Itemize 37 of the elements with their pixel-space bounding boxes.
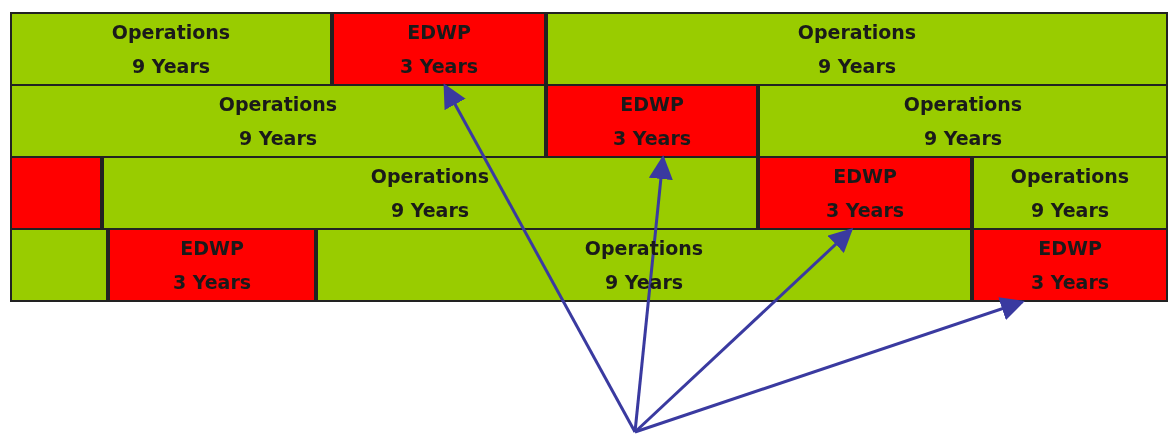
duration-label: 9 Years [817,54,897,79]
phase-bar [546,84,758,158]
duration-label: 9 Years [390,198,470,223]
phase-bar [546,12,1168,86]
phase-name: Operations [1010,164,1130,189]
phase-bar [10,156,102,230]
phase-bar [758,84,1168,158]
duration-label: 3 Years [612,126,692,151]
phase-bar [332,12,546,86]
duration-label: 9 Years [131,54,211,79]
phase-name: EDWP [407,20,471,45]
phase-name: Operations [903,92,1023,117]
phase-name: Operations [370,164,490,189]
phase-bar [10,84,546,158]
phase-name: Operations [111,20,231,45]
duration-label: 3 Years [172,270,252,295]
duration-label: 9 Years [1030,198,1110,223]
duration-label: 3 Years [825,198,905,223]
phase-bar [972,156,1168,230]
duration-label: 9 Years [923,126,1003,151]
phase-bar [10,228,108,302]
phase-bar [316,228,972,302]
phase-name: EDWP [180,236,244,261]
duration-label: 3 Years [1030,270,1110,295]
phase-name: EDWP [620,92,684,117]
duration-label: 3 Years [399,54,479,79]
phase-bar [102,156,758,230]
phase-name: EDWP [833,164,897,189]
phase-bar [758,156,972,230]
phase-bar [10,12,332,86]
arrow [634,297,1025,434]
duration-label: 9 Years [238,126,318,151]
phase-name: EDWP [1038,236,1102,261]
phase-bar [108,228,316,302]
phase-name: Operations [797,20,917,45]
phase-name: Operations [218,92,338,117]
phase-bar [972,228,1168,302]
